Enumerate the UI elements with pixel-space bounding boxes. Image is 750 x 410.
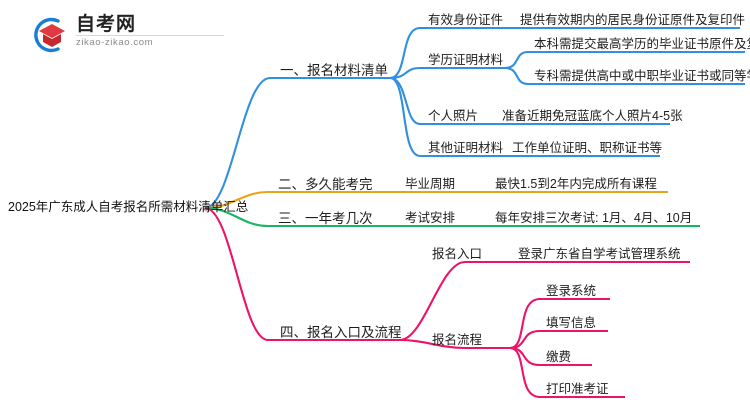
root-node-label[interactable]: 2025年广东成人自考报名所需材料清单汇总 xyxy=(8,200,249,214)
wire-b1c2-leaf-1 xyxy=(504,50,529,70)
wire-branch-1-child-4 xyxy=(389,76,421,158)
site-logo[interactable]: 自考网 zikao-zikao.com xyxy=(28,12,228,58)
branch-1-child-2-leaf-2[interactable]: 专科需提供高中或中职毕业证书或同等学历证明 xyxy=(534,69,750,83)
wire-branch-1-child-1 xyxy=(389,26,421,80)
wire-b4c2-leaf-3 xyxy=(509,346,541,367)
wire-b1c2-leaf-2 xyxy=(504,66,529,86)
wire-root-to-branch-4 xyxy=(204,206,269,342)
branch-1-child-4-leaf-1[interactable]: 工作单位证明、职称证书等 xyxy=(512,141,663,155)
branch-2-child-1-label[interactable]: 毕业周期 xyxy=(405,177,456,191)
wire-b4c2-leaf-2 xyxy=(509,329,541,350)
branch-4-child-2-leaf-2[interactable]: 填写信息 xyxy=(546,316,597,330)
branch-1-label[interactable]: 一、报名材料清单 xyxy=(280,63,388,78)
branch-4-child-2-leaf-4[interactable]: 打印准考证 xyxy=(546,382,609,396)
branch-4-child-2-leaf-1[interactable]: 登录系统 xyxy=(546,284,597,298)
logo-domain: zikao-zikao.com xyxy=(76,35,224,49)
wire-branch-4-child-1 xyxy=(399,260,466,342)
branch-3-child-1-label[interactable]: 考试安排 xyxy=(405,211,456,225)
wire-b4c2-leaf-1 xyxy=(509,297,541,350)
branch-3-child-1-leaf-1[interactable]: 每年安排三次考试: 1月、4月、10月 xyxy=(495,211,693,225)
branch-1-child-3-leaf-1[interactable]: 准备近期免冠蓝底个人照片4-5张 xyxy=(502,109,683,123)
branch-4-child-1-leaf-1[interactable]: 登录广东省自学考试管理系统 xyxy=(518,247,681,261)
branch-1-child-2-leaf-1[interactable]: 本科需提交最高学历的毕业证书原件及复印件 xyxy=(534,37,750,51)
logo-title-cn: 自考网 xyxy=(76,14,137,35)
branch-1-child-3-label[interactable]: 个人照片 xyxy=(428,109,479,123)
branch-4-child-1-label[interactable]: 报名入口 xyxy=(432,247,483,261)
branch-4-child-2-label[interactable]: 报名流程 xyxy=(432,333,483,347)
branch-2-label[interactable]: 二、多久能考完 xyxy=(278,177,373,192)
logo-text-block: 自考网 zikao-zikao.com xyxy=(76,14,224,49)
branch-1-child-1-leaf-1[interactable]: 提供有效期内的居民身份证原件及复印件 xyxy=(520,13,746,27)
branch-1-child-4-label[interactable]: 其他证明材料 xyxy=(428,141,504,155)
wire-branch-1-child-2 xyxy=(389,66,421,80)
wire-root-to-branch-1 xyxy=(204,76,271,210)
branch-4-child-2-leaf-3[interactable]: 缴费 xyxy=(546,350,572,364)
wire-b4c2-leaf-4 xyxy=(509,346,541,399)
branch-2-child-1-leaf-1[interactable]: 最快1.5到2年内完成所有课程 xyxy=(495,177,657,191)
branch-1-child-2-label[interactable]: 学历证明材料 xyxy=(428,53,504,67)
wire-branch-1-child-3 xyxy=(389,76,421,126)
branch-4-label[interactable]: 四、报名入口及流程 xyxy=(280,325,402,340)
zikao-logo-icon xyxy=(28,14,72,56)
branch-3-label[interactable]: 三、一年考几次 xyxy=(278,211,373,226)
branch-1-child-1-label[interactable]: 有效身份证件 xyxy=(428,13,504,27)
